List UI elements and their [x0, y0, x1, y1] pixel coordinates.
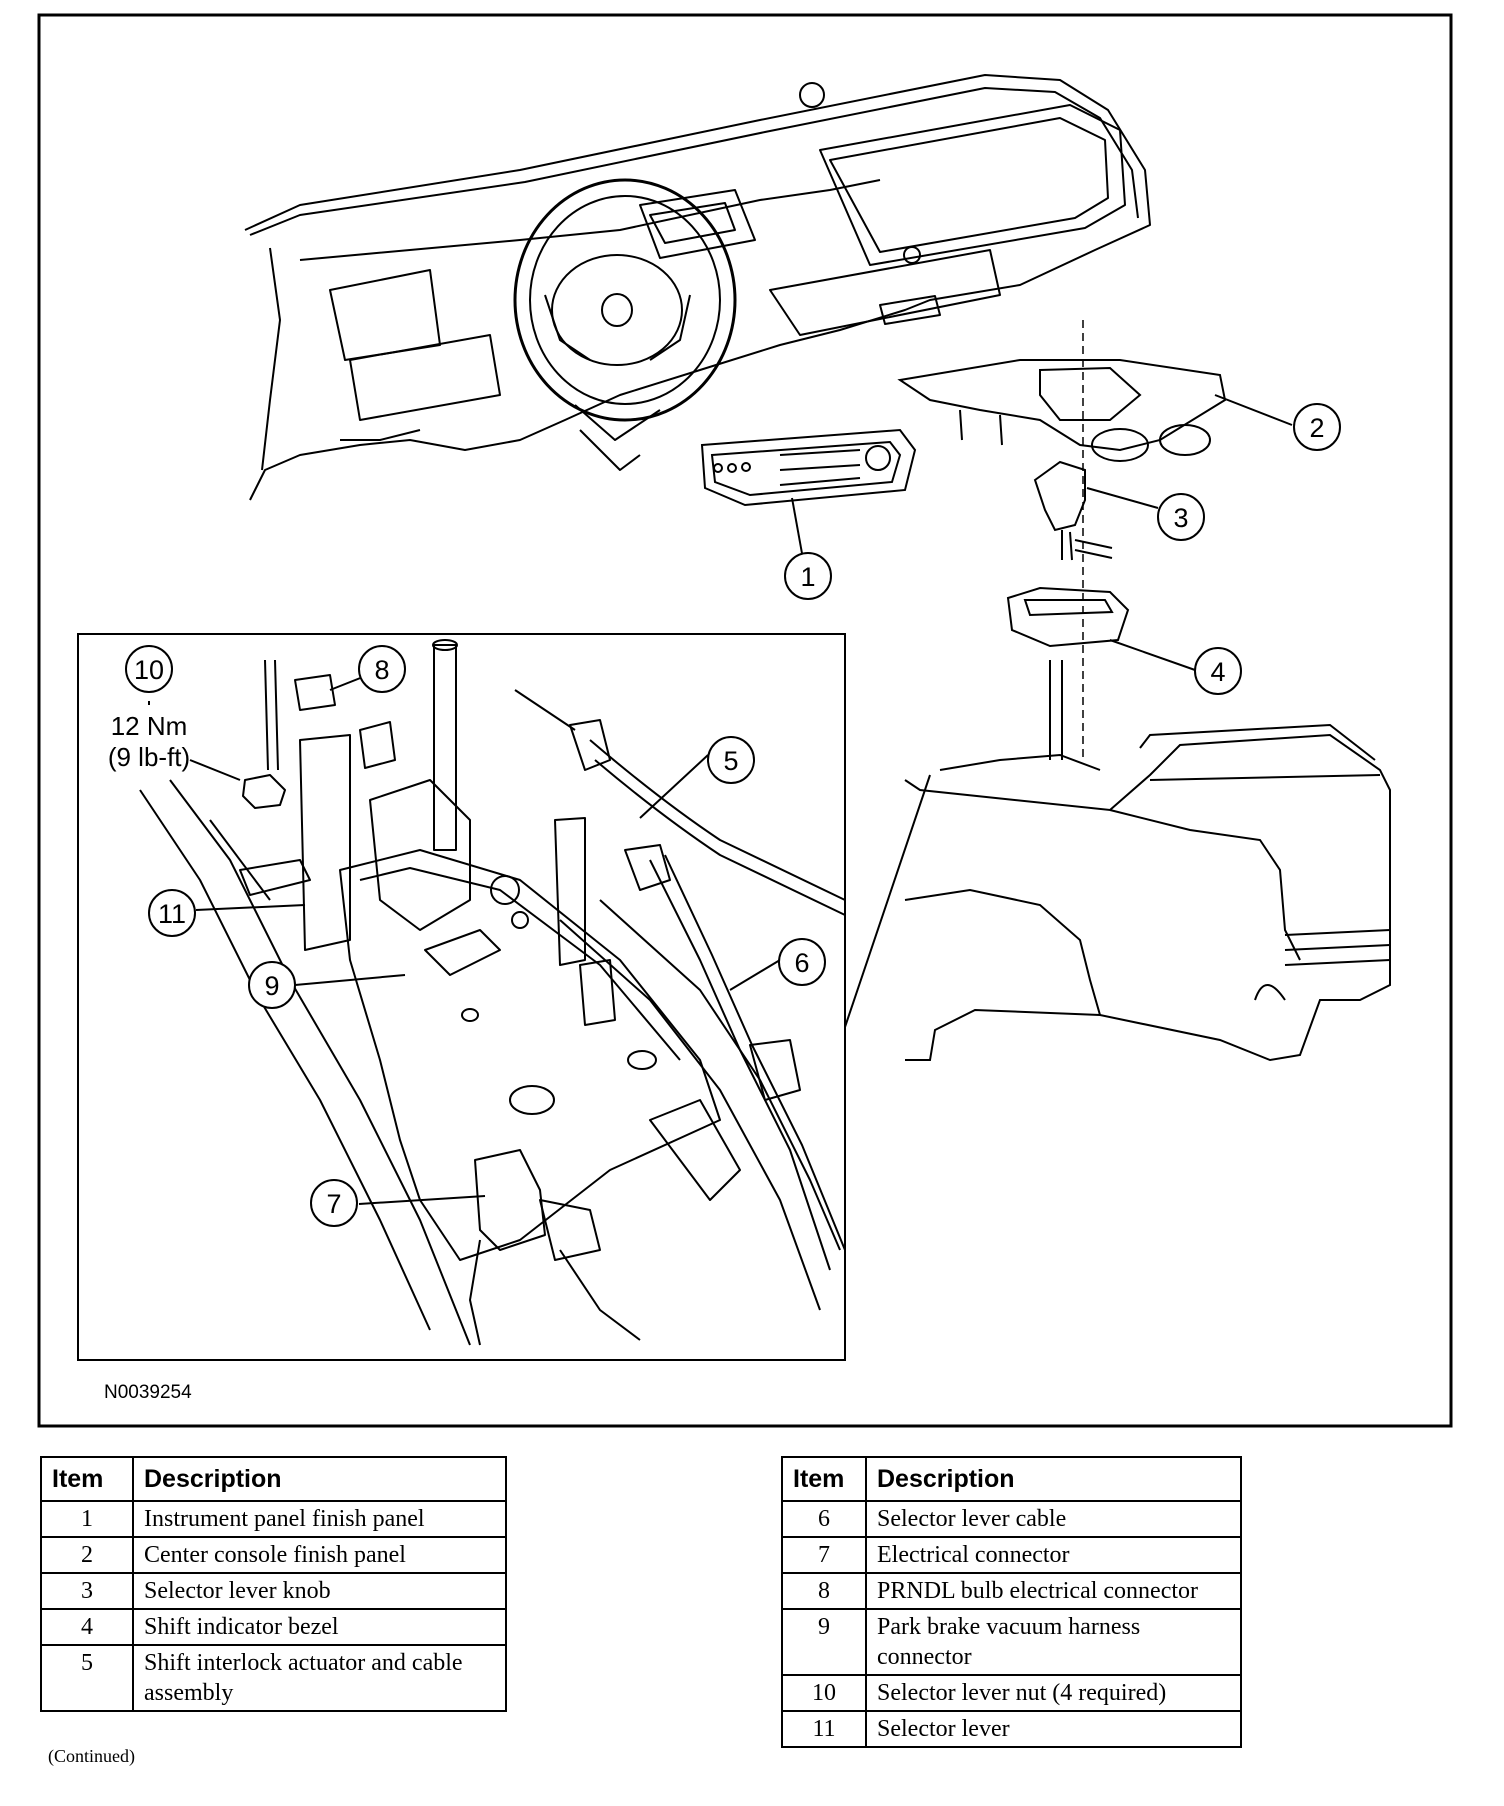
callout-10: 10 — [125, 645, 173, 693]
shift-indicator-bezel-illustration — [1006, 586, 1130, 648]
callout-10-label: 10 — [134, 655, 164, 685]
callout-11: 11 — [148, 889, 196, 937]
callout-6-label: 6 — [794, 948, 809, 978]
callout-3: 3 — [1157, 493, 1205, 541]
figure-frame — [37, 13, 1453, 1428]
item-number: 1 — [40, 1500, 134, 1538]
item-description: Park brake vacuum harness connector — [865, 1608, 1242, 1676]
legend-header-row: Item Description — [781, 1456, 1242, 1502]
callout-8: 8 — [358, 645, 406, 693]
callout-9-label: 9 — [264, 971, 279, 1001]
instrument-panel-illustration — [244, 74, 1151, 501]
item-number: 8 — [781, 1572, 867, 1610]
callout-1: 1 — [784, 552, 832, 600]
callout-4-label: 4 — [1210, 657, 1225, 687]
item-description: Selector lever nut (4 required) — [865, 1674, 1242, 1712]
selector-lever-knob-illustration — [1033, 460, 1113, 561]
torque-spec-imperial: (9 lb-ft) — [108, 742, 190, 772]
item-number: 7 — [781, 1536, 867, 1574]
column-header-description: Description — [865, 1456, 1242, 1502]
callout-1-label: 1 — [800, 562, 815, 592]
center-console-illustration — [904, 660, 1391, 1062]
callout-7-label: 7 — [326, 1189, 341, 1219]
column-header-item: Item — [781, 1456, 867, 1502]
callout-2: 2 — [1293, 403, 1341, 451]
torque-spec-metric: 12 Nm — [111, 711, 188, 741]
callout-8-label: 8 — [374, 655, 389, 685]
item-description: Shift indicator bezel — [132, 1608, 507, 1646]
callout-6: 6 — [778, 938, 826, 986]
item-number: 9 — [781, 1608, 867, 1676]
column-header-item: Item — [40, 1456, 134, 1502]
figure-id: N0039254 — [104, 1382, 192, 1403]
column-header-description: Description — [132, 1456, 507, 1502]
item-description: Instrument panel finish panel — [132, 1500, 507, 1538]
center-console-finish-panel-illustration — [897, 359, 1227, 462]
callout-4: 4 — [1194, 647, 1242, 695]
callout-9: 9 — [248, 961, 296, 1009]
item-description: Center console finish panel — [132, 1536, 507, 1574]
callout-5-label: 5 — [723, 746, 738, 776]
item-description: Selector lever — [865, 1710, 1242, 1748]
inset-pointer-line — [844, 774, 931, 1028]
continued-note: (Continued) — [48, 1746, 135, 1766]
detail-inset-frame — [77, 633, 846, 1361]
callout-7: 7 — [310, 1179, 358, 1227]
item-description: Selector lever cable — [865, 1500, 1242, 1538]
item-description: Selector lever knob — [132, 1572, 507, 1610]
item-number: 6 — [781, 1500, 867, 1538]
item-number: 2 — [40, 1536, 134, 1574]
callout-leader-lines — [148, 394, 1293, 1205]
item-number: 10 — [781, 1674, 867, 1712]
instrument-panel-finish-panel-illustration — [700, 428, 917, 507]
detail-inset-illustration — [139, 639, 846, 1346]
item-number: 11 — [781, 1710, 867, 1748]
item-description: Electrical connector — [865, 1536, 1242, 1574]
callout-2-label: 2 — [1309, 413, 1324, 443]
item-number: 4 — [40, 1608, 134, 1646]
item-number: 5 — [40, 1644, 134, 1712]
legend-header-row: Item Description — [40, 1456, 507, 1502]
callout-3-label: 3 — [1173, 503, 1188, 533]
item-description: Shift interlock actuator and cable assem… — [132, 1644, 507, 1712]
callout-5: 5 — [707, 736, 755, 784]
item-number: 3 — [40, 1572, 134, 1610]
item-description: PRNDL bulb electrical connector — [865, 1572, 1242, 1610]
callout-11-label: 11 — [158, 899, 186, 929]
